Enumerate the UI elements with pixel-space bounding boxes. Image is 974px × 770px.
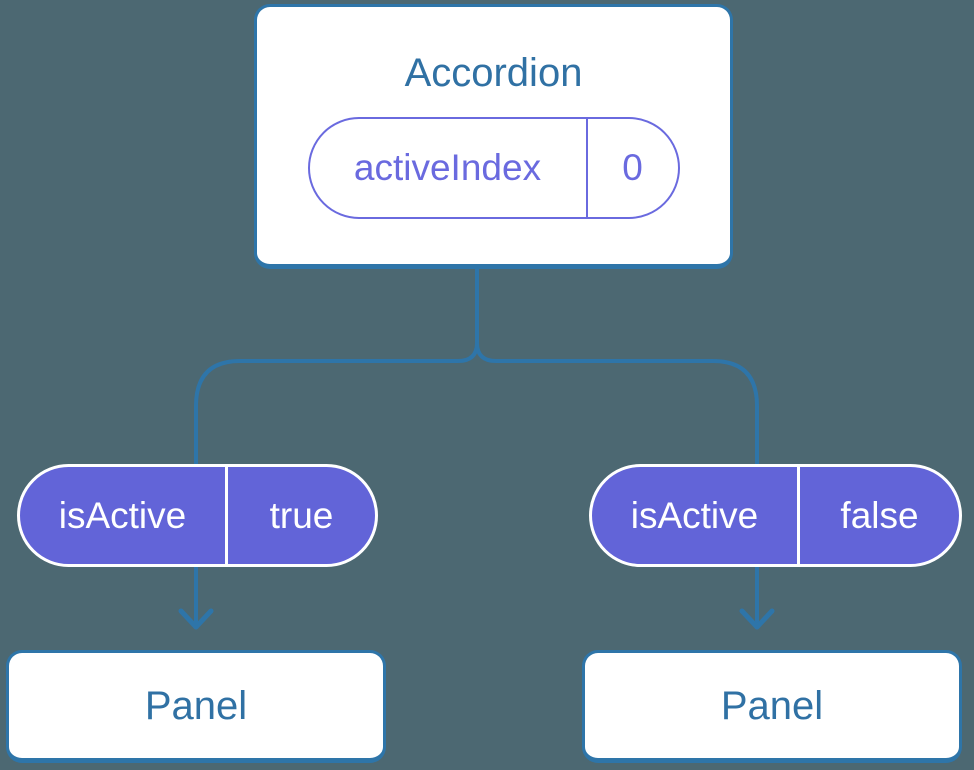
prop-pill-inactive: isActive false — [589, 464, 962, 567]
prop-value: false — [797, 467, 959, 564]
branch-line-left — [194, 266, 479, 626]
prop-name: isActive — [58, 494, 187, 536]
panel-component-box: Panel — [6, 650, 386, 763]
component-title: Panel — [720, 683, 824, 728]
prop-value: true — [225, 467, 375, 564]
prop-name: isActive — [630, 494, 759, 536]
state-value: 0 — [585, 119, 678, 217]
panel-component-box: Panel — [582, 650, 962, 763]
accordion-component-box: Accordion activeIndex 0 — [254, 4, 733, 269]
state-name: activeIndex — [353, 147, 542, 188]
component-title: Panel — [144, 683, 248, 728]
arrow-down-icon — [739, 608, 775, 630]
arrow-down-icon — [178, 608, 214, 630]
component-title: Accordion — [404, 51, 583, 95]
prop-pill-active: isActive true — [17, 464, 378, 567]
branch-line-right — [475, 341, 759, 626]
state-pill: activeIndex 0 — [307, 117, 680, 219]
